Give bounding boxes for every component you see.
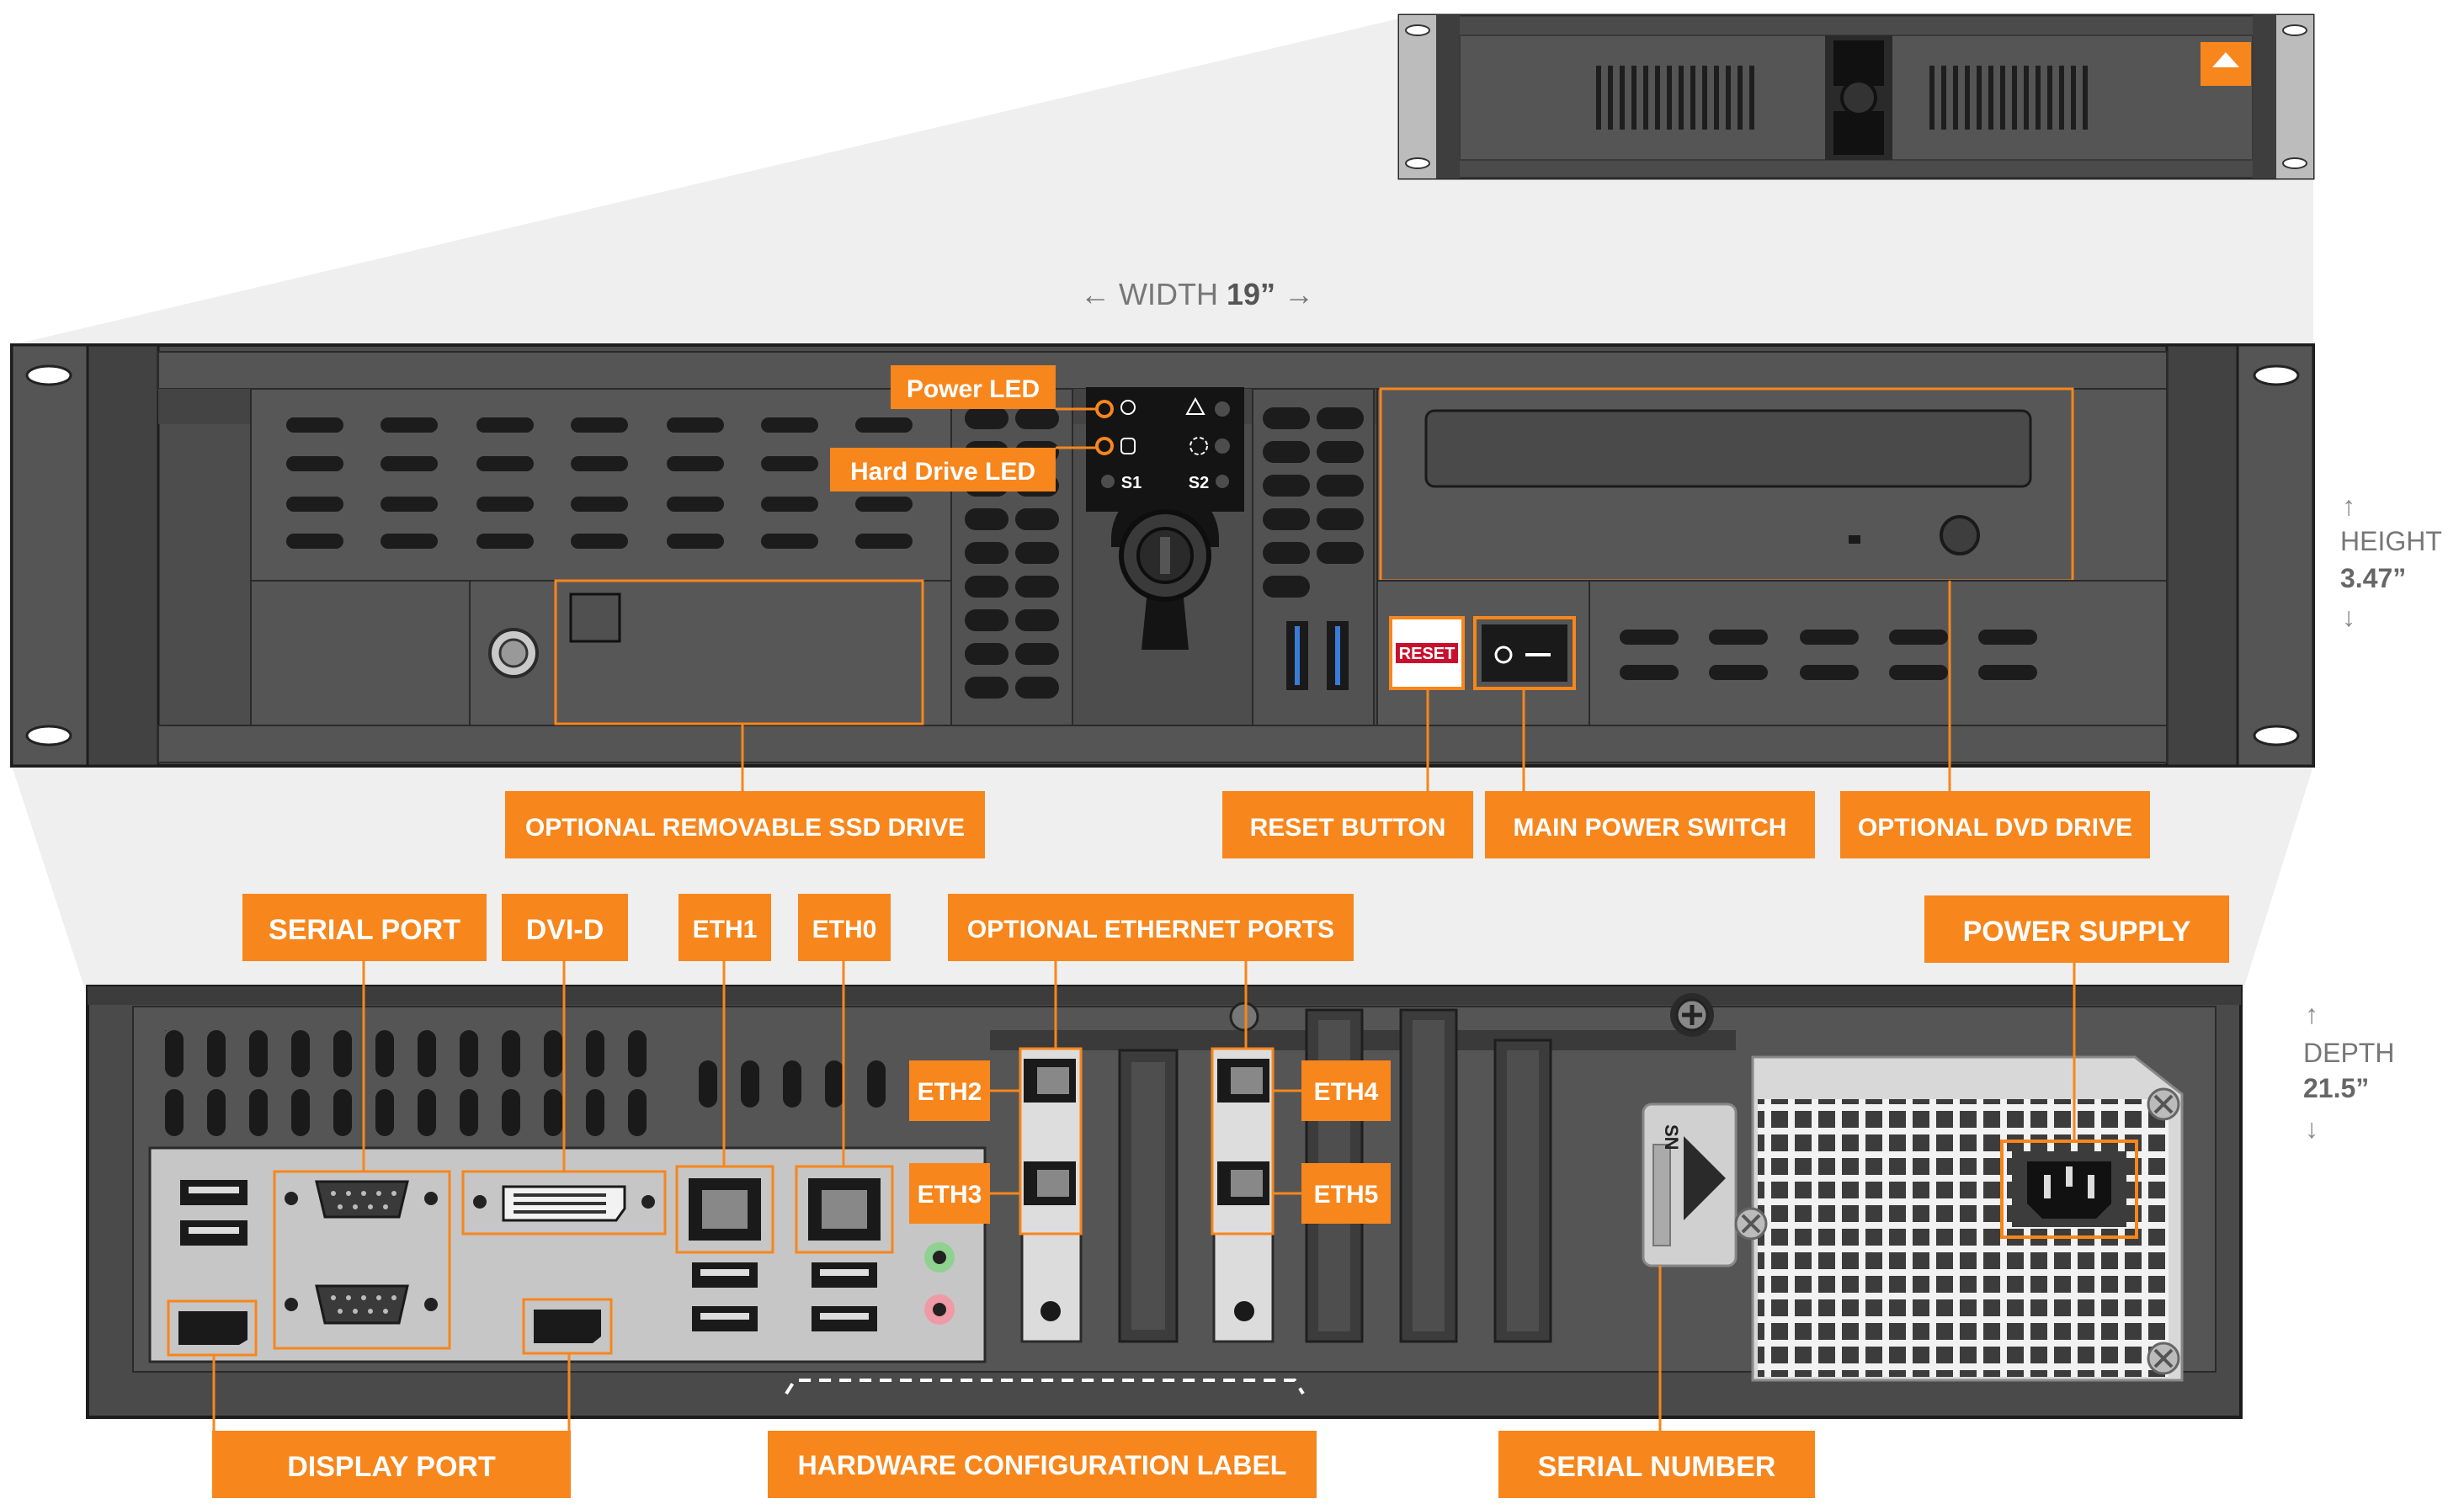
callout-eth1: ETH1: [693, 916, 758, 943]
recycle-icon: [1185, 396, 1205, 415]
callout-power-led: Power LED: [907, 375, 1040, 403]
height-dimension: ↑ HEIGHT 3.47” ↓: [2340, 491, 2442, 632]
s2-label: S2: [1189, 474, 1209, 492]
fan-icon: [1189, 437, 1208, 455]
display-port-middle: [534, 1310, 601, 1343]
depth-dimension: ↑ DEPTH 21.5” ↓: [2303, 999, 2394, 1144]
hardware-config-label-outline: [785, 1379, 1305, 1395]
serial-port-connector: [315, 1284, 409, 1325]
ssd-drive-highlight: [554, 579, 924, 725]
svg-text:3.47”: 3.47”: [2340, 563, 2406, 593]
s1-label: S1: [1121, 474, 1142, 492]
power-led-bulb-icon: [1120, 400, 1136, 415]
key-lock-icon: [1840, 79, 1877, 116]
sn-label: SN: [1661, 1124, 1682, 1150]
callout-eth5: ETH5: [1314, 1181, 1379, 1209]
callout-optional-ethernet: OPTIONAL ETHERNET PORTS: [967, 916, 1334, 943]
callout-power-supply: POWER SUPPLY: [1963, 916, 2191, 948]
dvd-tray: [1424, 409, 2032, 488]
serial-port-connector: [315, 1180, 409, 1219]
callout-main-power-switch: MAIN POWER SWITCH: [1514, 814, 1787, 842]
svg-text:21.5”: 21.5”: [2303, 1073, 2369, 1103]
serial-port-highlight: [273, 1170, 451, 1350]
svg-text:↑: ↑: [2305, 999, 2318, 1029]
server-thumbnail: [1397, 13, 2315, 180]
svg-text:HEIGHT: HEIGHT: [2340, 526, 2442, 556]
screw-icon: [1229, 1002, 1259, 1032]
leader-lines: [212, 407, 2076, 1431]
callout-reset-button: RESET BUTTON: [1250, 814, 1446, 842]
callout-eth4: ETH4: [1314, 1078, 1379, 1106]
callout-dvi-d: DVI-D: [526, 914, 604, 946]
callout-optional-dvd: OPTIONAL DVD DRIVE: [1858, 814, 2132, 842]
callout-hardware-config-label: HARDWARE CONFIGURATION LABEL: [798, 1450, 1287, 1480]
callout-serial-number: SERIAL NUMBER: [1538, 1451, 1776, 1483]
callout-display-port: DISPLAY PORT: [287, 1451, 496, 1483]
callout-eth0: ETH0: [812, 916, 877, 943]
power-inlet-highlight: [2000, 1140, 2138, 1239]
svg-text:RESET: RESET: [1399, 645, 1456, 663]
front-panel: S1 S2: [10, 343, 2315, 768]
callout-optional-ssd: OPTIONAL REMOVABLE SSD DRIVE: [525, 814, 965, 842]
callout-eth2: ETH2: [918, 1078, 982, 1106]
svg-text:DEPTH: DEPTH: [2303, 1038, 2394, 1068]
dvd-eject-button: [1940, 515, 1980, 555]
hard-drive-icon: [1120, 438, 1136, 454]
svg-text:↓: ↓: [2305, 1113, 2318, 1144]
display-port-left: [178, 1311, 247, 1345]
callout-serial-port: SERIAL PORT: [269, 914, 460, 946]
callout-eth3: ETH3: [918, 1181, 982, 1209]
callout-hard-drive-led: Hard Drive LED: [850, 458, 1035, 486]
svg-text:↑: ↑: [2342, 491, 2355, 521]
rear-panel: SN: [86, 985, 2243, 1419]
svg-text:↓: ↓: [2342, 602, 2355, 632]
callouts: Power LED Hard Drive LED OPTIONAL REMOVA…: [212, 365, 2229, 1498]
